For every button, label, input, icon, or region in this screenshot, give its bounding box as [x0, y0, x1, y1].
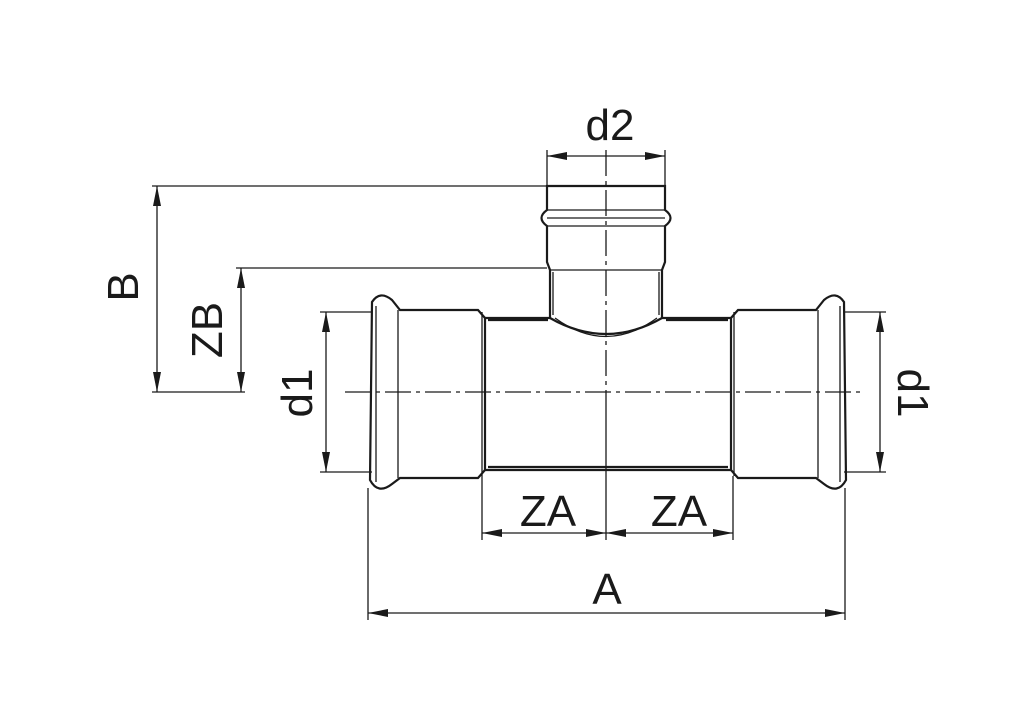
label-ZA-right: ZA — [651, 487, 708, 536]
tee-fitting-outline — [368, 184, 848, 490]
extension-lines — [152, 150, 886, 620]
center-lines — [345, 150, 865, 540]
label-ZB: ZB — [183, 302, 232, 358]
label-A: A — [592, 565, 622, 614]
label-d1-left: d1 — [273, 369, 322, 418]
label-ZA-left: ZA — [520, 487, 577, 536]
label-B: B — [99, 272, 148, 301]
label-d2: d2 — [586, 101, 635, 150]
dimension-lines — [153, 152, 884, 617]
label-d1-right: d1 — [888, 369, 937, 418]
